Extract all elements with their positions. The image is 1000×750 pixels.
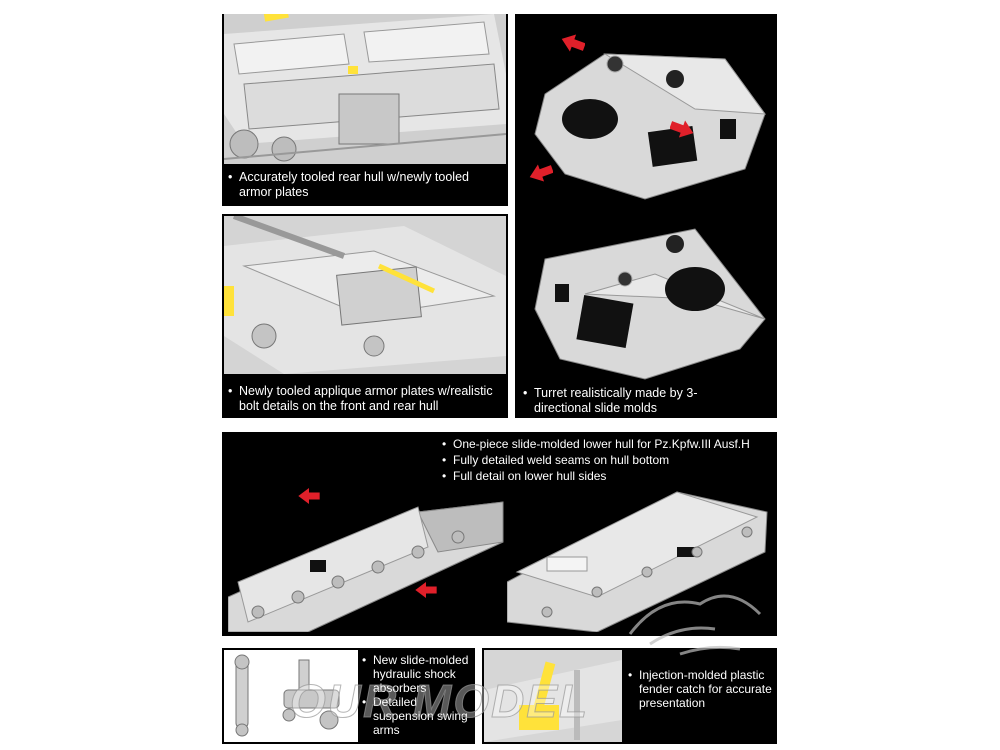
lower-hull-image-right bbox=[507, 491, 768, 632]
rear-hull-image bbox=[224, 14, 506, 164]
watermark-text: OUR MODEL bbox=[289, 675, 590, 728]
shock-absorber-caption: New slide-molded hydraulic shock absorbe… bbox=[362, 653, 474, 737]
bullet-item: Full detail on lower hull sides bbox=[442, 468, 777, 484]
applique-armor-image bbox=[224, 216, 506, 374]
panel-turret: Turret realistically made by 3-direction… bbox=[515, 14, 777, 418]
caption-line: Newly tooled applique armor plates w/rea… bbox=[228, 384, 504, 414]
applique-armor-caption: Newly tooled applique armor plates w/rea… bbox=[228, 384, 504, 414]
rear-hull-caption: Accurately tooled rear hull w/newly tool… bbox=[228, 170, 498, 200]
fender-catch-caption: Injection-molded plastic fender catch fo… bbox=[628, 668, 774, 710]
watermark: OUR MODEL bbox=[289, 594, 762, 744]
caption-line: Turret realistically made by 3-direction… bbox=[523, 386, 723, 416]
turret-image-top bbox=[534, 53, 767, 200]
turret-caption: Turret realistically made by 3-direction… bbox=[523, 386, 723, 416]
red-arrow-icon bbox=[529, 164, 553, 182]
panel-fender-catch: Injection-molded plastic fender catch fo… bbox=[482, 648, 777, 744]
bullet-item: Fully detailed weld seams on hull bottom bbox=[442, 452, 777, 468]
turret-image-bottom bbox=[534, 228, 766, 380]
fender-catch-image bbox=[484, 650, 622, 742]
caption-line: Accurately tooled rear hull w/newly tool… bbox=[228, 170, 498, 200]
caption-line: Injection-molded plastic fender catch fo… bbox=[628, 668, 774, 710]
panel-rear-hull: Accurately tooled rear hull w/newly tool… bbox=[222, 14, 508, 206]
panel-applique-armor: Newly tooled applique armor plates w/rea… bbox=[222, 214, 508, 418]
red-arrow-icon bbox=[561, 34, 585, 52]
lower-hull-bullets: One-piece slide-molded lower hull for Pz… bbox=[442, 436, 777, 484]
red-arrow-icon bbox=[415, 582, 437, 598]
shock-absorber-image bbox=[224, 650, 358, 742]
caption-line: New slide-molded hydraulic shock absorbe… bbox=[362, 653, 474, 695]
watermark-logo-icon bbox=[628, 594, 762, 656]
caption-line: Detailed suspension swing arms bbox=[362, 695, 474, 737]
bullet-item: One-piece slide-molded lower hull for Pz… bbox=[442, 436, 777, 452]
red-arrow-icon bbox=[670, 120, 694, 138]
red-arrow-icon bbox=[298, 488, 320, 504]
panel-shock-absorbers: New slide-molded hydraulic shock absorbe… bbox=[222, 648, 475, 744]
lower-hull-image-left bbox=[228, 501, 504, 632]
